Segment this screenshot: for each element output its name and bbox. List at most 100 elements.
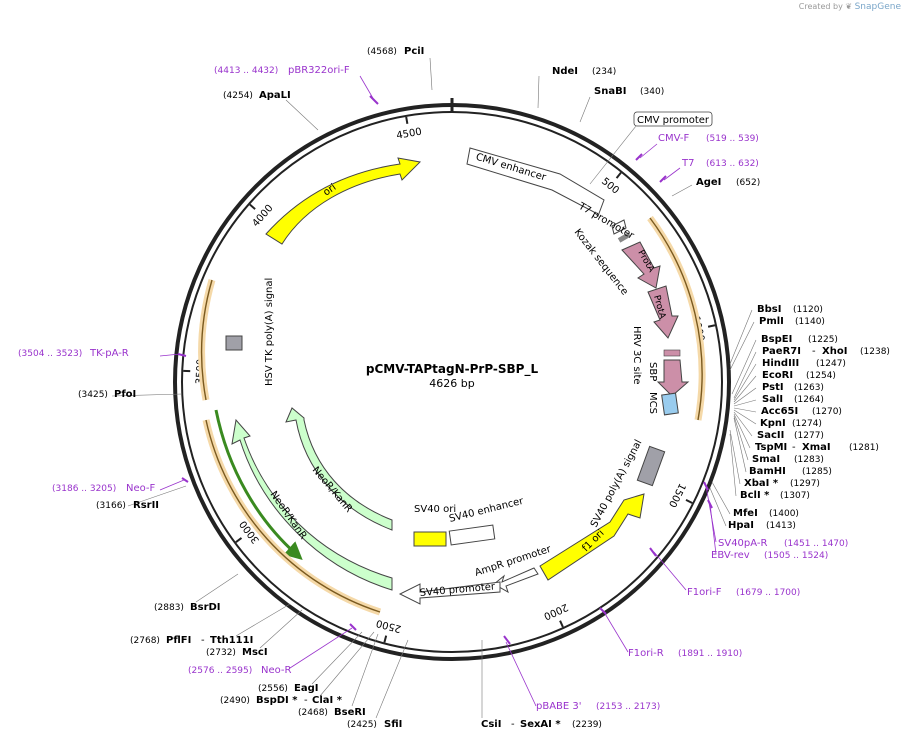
enzyme-label: EcoRI bbox=[762, 370, 793, 381]
enzyme-label: PstI bbox=[762, 382, 784, 393]
enzyme-pos: (4568) bbox=[367, 47, 397, 57]
hrv-site-mark bbox=[663, 349, 681, 357]
enzyme-pos: (1247) bbox=[816, 359, 846, 369]
orf-arc-left-core bbox=[200, 279, 213, 401]
enzyme-label-alt: XhoI bbox=[822, 346, 847, 357]
snapgene-brand: SnapGene bbox=[854, 2, 901, 12]
leader-line bbox=[311, 631, 363, 685]
tick-mark bbox=[405, 116, 409, 124]
enzyme-pos: (1274) bbox=[792, 419, 822, 429]
f1-ori-arrow bbox=[539, 493, 645, 581]
tick-mark bbox=[707, 324, 716, 328]
enzyme-pos: (1270) bbox=[812, 407, 842, 417]
orf-arc-right-core bbox=[649, 217, 703, 421]
enzyme-pos: (234) bbox=[592, 67, 616, 77]
enzyme-dash: - bbox=[201, 635, 205, 646]
enzyme-pos: (1225) bbox=[808, 335, 838, 345]
enzyme-label: Acc65I bbox=[761, 406, 798, 417]
enzyme-label: SfiI bbox=[384, 719, 402, 730]
enzyme-label: SnaBI bbox=[594, 86, 626, 97]
leader-line bbox=[671, 184, 693, 197]
primer-leader-line bbox=[505, 641, 537, 707]
enzyme-label: TspMI bbox=[755, 442, 787, 453]
enzyme-label: HpaI bbox=[728, 520, 754, 531]
enzyme-pos: (1400) bbox=[769, 509, 799, 519]
enzyme-label: BspDI * bbox=[256, 695, 298, 706]
primer-leader-line bbox=[159, 353, 181, 357]
primer-leader-line bbox=[159, 479, 185, 491]
leader-line bbox=[579, 96, 591, 123]
enzyme-label: SacII bbox=[757, 430, 784, 441]
enzyme-label: CsiI bbox=[481, 719, 501, 730]
sv40-promoter-arrow bbox=[398, 581, 501, 605]
leader-line bbox=[733, 387, 757, 405]
enzyme-dash: - bbox=[511, 719, 515, 730]
enzyme-label: BbsI bbox=[757, 304, 781, 315]
primer-leader-line bbox=[653, 551, 687, 591]
enzyme-label: NdeI bbox=[552, 66, 578, 77]
enzyme-label-alt: XmaI bbox=[802, 442, 831, 453]
enzyme-pos: (2883) bbox=[154, 603, 184, 613]
enzyme-label: MscI bbox=[242, 647, 268, 658]
enzyme-pos: (1238) bbox=[860, 347, 890, 357]
cmv-promoter-leader bbox=[589, 125, 637, 185]
enzyme-pos: (2556) bbox=[258, 684, 288, 694]
primer-range: (4413 .. 4432) bbox=[214, 66, 278, 76]
enzyme-label: RsrII bbox=[133, 500, 159, 511]
leader-line bbox=[731, 339, 757, 395]
mcs-label: MCS bbox=[647, 392, 658, 414]
primer-name: pBABE 3' bbox=[536, 701, 582, 712]
leader-line bbox=[537, 75, 540, 109]
enzyme-label: ApaLI bbox=[259, 90, 291, 101]
leader-line bbox=[729, 429, 741, 485]
enzyme-label: BsrDI bbox=[190, 602, 221, 613]
leader-line bbox=[711, 481, 731, 515]
enzyme-pos: (340) bbox=[640, 87, 664, 97]
neo-orf-line bbox=[214, 409, 303, 561]
leader-line bbox=[127, 485, 187, 507]
leader-line bbox=[351, 633, 379, 707]
enzyme-label: SmaI bbox=[752, 454, 780, 465]
primer-range: (3186 .. 3205) bbox=[52, 484, 116, 494]
enzyme-pos: (2468) bbox=[298, 708, 328, 718]
enzyme-pos: (1307) bbox=[780, 491, 810, 501]
primer-range: (613 .. 632) bbox=[706, 159, 759, 169]
enzyme-label: PfoI bbox=[114, 389, 136, 400]
hsv-tk-label: HSV TK poly(A) signal bbox=[264, 278, 275, 386]
enzyme-label: BspEI bbox=[761, 334, 792, 345]
leader-line bbox=[733, 351, 757, 399]
primer-range: (1891 .. 1910) bbox=[678, 649, 742, 659]
enzyme-pos: (3166) bbox=[96, 501, 126, 511]
leader-line bbox=[733, 413, 751, 449]
sv40-enhancer-box bbox=[448, 524, 496, 546]
primer-list: (4413 .. 4432) pBR322ori-F CMV-F (519 ..… bbox=[18, 65, 848, 712]
primer-range: (3504 .. 3523) bbox=[18, 349, 82, 359]
tick-label: 500 bbox=[599, 176, 621, 197]
protA-arrow-1 bbox=[621, 241, 661, 289]
enzyme-pos: (4254) bbox=[223, 91, 253, 101]
enzyme-label: PflFI bbox=[166, 635, 191, 646]
enzyme-label: PmlI bbox=[759, 316, 784, 327]
enzyme-label: XbaI * bbox=[744, 478, 779, 489]
sv40-ori-box bbox=[413, 531, 447, 547]
primer-name: Neo-R bbox=[261, 665, 292, 676]
enzyme-list-other: (4568) PciI NdeI (234) SnaBI (340) (4254… bbox=[78, 46, 760, 730]
primer-name: SV40pA-R bbox=[718, 538, 767, 549]
primer-mark bbox=[635, 153, 643, 161]
neo-arrow-outer bbox=[231, 418, 393, 591]
leader-line bbox=[733, 407, 757, 413]
plasmid-name: pCMV-TAPtagN-PrP-SBP_L bbox=[366, 362, 539, 377]
primer-name: EBV-rev bbox=[711, 550, 750, 561]
enzyme-dash: - bbox=[304, 695, 308, 706]
sv40-polyA-box bbox=[636, 445, 666, 487]
leader-line bbox=[733, 417, 747, 473]
leader-line bbox=[709, 487, 727, 527]
leader-line bbox=[729, 309, 753, 365]
leader-line bbox=[729, 321, 755, 371]
primer-range: (1505 .. 1524) bbox=[764, 551, 828, 561]
enzyme-dash: - bbox=[812, 346, 816, 357]
enzyme-pos: (1281) bbox=[849, 443, 879, 453]
tick-mark bbox=[235, 537, 243, 543]
t7-promoter-arrow bbox=[611, 219, 627, 235]
